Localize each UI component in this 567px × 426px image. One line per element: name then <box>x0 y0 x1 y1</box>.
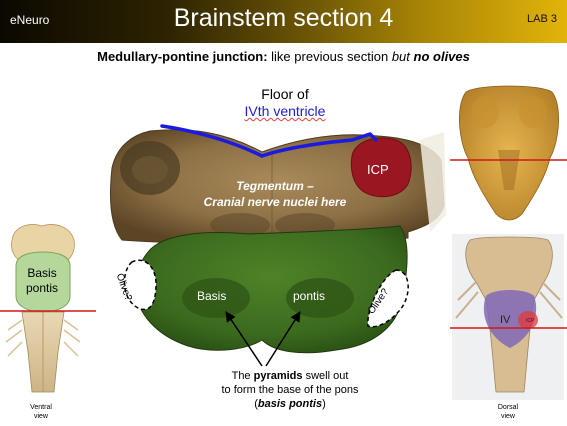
olive-outline-left <box>123 259 157 311</box>
ventral-view-label: Ventral view <box>21 403 61 421</box>
tegmentum-label-line2: Cranial nerve nuclei here <box>203 195 347 209</box>
note-bold: pyramids <box>253 370 303 382</box>
floor-label-line1: Floor of <box>261 86 309 102</box>
subtitle-bold-italic: no olives <box>409 49 470 64</box>
brand-label: eNeuro <box>10 13 50 27</box>
ventral-basis-label-line1: Basis <box>27 266 57 280</box>
dorsal-view-line2: view <box>500 413 515 420</box>
slide-title: Brainstem section 4 <box>173 4 394 32</box>
floor-label-line2: IVth ventricle <box>244 103 326 119</box>
fourth-ventricle-label: IV <box>500 314 511 326</box>
note-paren-close: ) <box>322 398 326 410</box>
ventral-brainstem-illustration <box>0 224 96 393</box>
pontis-label: pontis <box>293 289 326 303</box>
ventral-basis-label-line2: pontis <box>26 281 59 295</box>
dorsal-icp-dot <box>518 311 538 329</box>
lab-badge: LAB 3 <box>527 13 557 25</box>
dorsal-drawing-illustration <box>450 234 567 400</box>
note-paren-open: ( <box>254 398 258 410</box>
subtitle-italic: but <box>391 49 410 64</box>
white-matter-patch <box>420 132 446 232</box>
note-prefix: The <box>231 370 254 382</box>
header-bar: eNeuro Brainstem section 4 LAB 3 <box>0 0 567 43</box>
ventral-view-line2: view <box>33 413 48 420</box>
ventral-basis-pontis-label: Basis pontis <box>26 266 58 296</box>
arrow-to-basis-right <box>265 311 301 367</box>
note-line2: to form the base of the pons <box>221 384 359 396</box>
tegmentum-label-line1: Tegmentum – <box>236 179 314 193</box>
basis-label: Basis <box>197 289 227 303</box>
dorsal-view-label: Dorsal view <box>488 403 528 421</box>
icp-region <box>350 137 412 198</box>
subtitle-bold: Medullary-pontine junction: <box>97 49 268 64</box>
note-line1: The pyramids swell out <box>190 369 390 383</box>
dorsal-view-line1: Dorsal <box>497 404 519 411</box>
note-line3: (basis pontis) <box>190 397 390 411</box>
dorsal-photo-illustration <box>450 85 567 222</box>
note-rest: swell out <box>302 370 349 382</box>
ventricle-floor-line <box>160 124 378 158</box>
subtitle-normal: like previous section <box>267 49 392 64</box>
floor-label: Floor of IVth ventricle <box>220 86 350 120</box>
tegmentum-label: Tegmentum – Cranial nerve nuclei here <box>175 178 375 210</box>
pyramids-note: The pyramids swell out to form the base … <box>190 369 390 411</box>
dorsal-icp-label: ICP <box>526 318 535 324</box>
basis-pontis-region <box>135 225 408 354</box>
ventral-view-line1: Ventral <box>30 404 52 411</box>
olive-outline-right <box>367 269 409 328</box>
note-line3-bold: basis pontis <box>257 398 323 410</box>
fourth-ventricle-shape <box>483 290 537 348</box>
slide-subtitle: Medullary-pontine junction: like previou… <box>0 49 567 64</box>
icp-label: ICP <box>367 162 389 177</box>
arrow-to-basis-left <box>225 311 263 367</box>
ventral-basis-pontis <box>15 251 71 313</box>
